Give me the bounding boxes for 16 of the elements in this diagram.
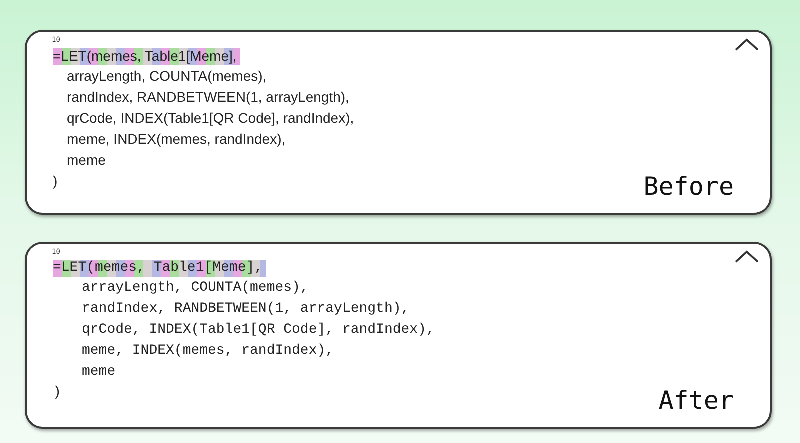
code-line: qrCode, INDEX(Table1[QR Code], randIndex),: [82, 323, 435, 337]
code-line: arrayLength, COUNTA(memes),: [67, 69, 267, 83]
caption-label: After: [658, 388, 734, 413]
code-line: randIndex, RANDBETWEEN(1, arrayLength),: [67, 90, 350, 104]
code-card: [25, 242, 772, 429]
caption-label: Before: [644, 174, 734, 199]
code-line: qrCode, INDEX(Table1[QR Code], randIndex),: [67, 111, 354, 125]
code-line: meme: [67, 153, 106, 167]
code-card: [25, 30, 772, 215]
code-line: ): [53, 174, 58, 188]
code-line: arrayLength, COUNTA(memes),: [82, 281, 309, 295]
code-line: meme, INDEX(memes, randIndex),: [82, 344, 334, 358]
code-line: ): [53, 386, 62, 400]
code-line: randIndex, RANDBETWEEN(1, arrayLength),: [82, 302, 410, 316]
code-line: meme, INDEX(memes, randIndex),: [67, 132, 286, 146]
code-line: meme: [82, 365, 116, 379]
